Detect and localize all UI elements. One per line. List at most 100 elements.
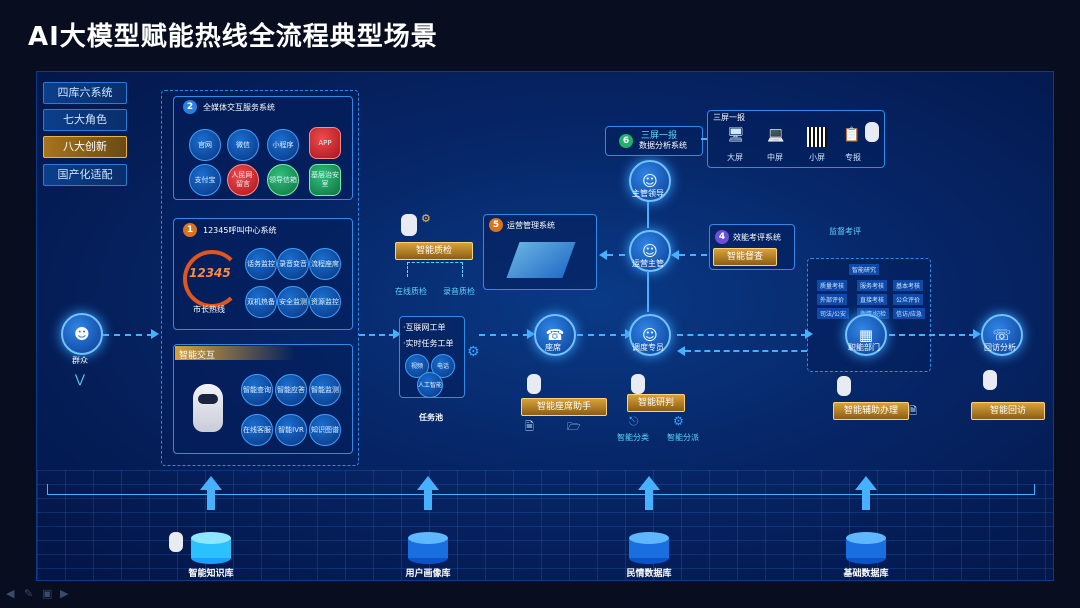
smart-function-chip[interactable]: 智能监测 — [309, 374, 341, 406]
supervisor-node[interactable]: ☺ — [629, 230, 671, 272]
database-label: 用户画像库 — [405, 569, 451, 579]
masses-label: 群众 — [72, 356, 88, 365]
database-label: 基础数据库 — [843, 569, 889, 579]
smart-function-chip[interactable]: 知识图谱 — [309, 414, 341, 446]
robot-icon — [631, 374, 645, 394]
database-label: 智能知识库 — [188, 569, 234, 579]
dispatcher-label: 调度专员 — [632, 343, 664, 352]
quality-branch — [407, 262, 463, 277]
arrow-right-icon — [805, 329, 813, 339]
omni-badge: 2 — [183, 100, 197, 114]
hotline-function-chip[interactable]: 安全监测 — [277, 286, 309, 318]
document-icon: 🗎 — [525, 420, 534, 433]
screen-label: 大屏 — [727, 153, 743, 162]
task-pool-item: ·实时任务工单 — [403, 339, 454, 348]
hotline-function-chip[interactable]: 话务监控 — [245, 248, 277, 280]
flow-line — [103, 334, 153, 336]
chevron-down-icon: ⋁ — [75, 372, 85, 386]
channel-chip[interactable]: APP — [309, 127, 341, 159]
channel-chip[interactable]: 基层治安室 — [309, 164, 341, 196]
arrow-left-icon — [599, 250, 607, 260]
task-pool-item: ·互联网工单 — [403, 323, 446, 332]
prev-slide-icon[interactable]: ◀ — [6, 587, 15, 600]
folder-icon: 🗁 — [567, 420, 581, 433]
up-arrow-icon — [200, 476, 222, 510]
database-icon — [844, 524, 888, 564]
research-tag[interactable]: 智能研判 — [627, 394, 685, 412]
gear-icon: ⚙ — [421, 212, 431, 225]
smart-function-chip[interactable]: 智能IVR — [275, 414, 307, 446]
arrow-right-icon — [973, 329, 981, 339]
leader-label: 主管领导 — [632, 189, 664, 198]
tab-seven-roles[interactable]: 七大角色 — [43, 109, 127, 131]
tab-localization[interactable]: 国产化适配 — [43, 164, 127, 186]
dispatcher-node[interactable]: ☺ — [629, 314, 671, 356]
screen-label: 专报 — [845, 153, 861, 162]
leader-node[interactable]: ☺ — [629, 160, 671, 202]
dispatch-label: 智能分派 — [667, 433, 699, 442]
channel-chip[interactable]: 人民网·留言 — [227, 164, 259, 196]
tab-eight-innovations[interactable]: 八大创新 — [43, 136, 127, 158]
flow-line — [677, 334, 807, 336]
report-icon: 📋 — [843, 127, 861, 143]
agent-helper-tag[interactable]: 智能座席助手 — [521, 398, 607, 416]
hotline-function-chip[interactable]: 录音变音 — [277, 248, 309, 280]
screens-panel — [707, 110, 885, 168]
task-pool-label: 任务池 — [419, 413, 443, 422]
pen-icon[interactable]: ✎ — [24, 587, 34, 600]
database-label: 民情数据库 — [626, 569, 672, 579]
user-icon: ☺ — [642, 242, 658, 260]
phone-icon: ☏ — [992, 326, 1012, 344]
flow-line — [607, 254, 625, 256]
flow-line — [479, 334, 529, 336]
callback-node[interactable]: ☏ — [981, 314, 1023, 356]
efficiency-tag[interactable]: 智能督查 — [713, 248, 777, 266]
department-node[interactable]: ▦ — [845, 314, 887, 356]
database-icon — [406, 524, 450, 564]
quality-recording: 录音质检 — [443, 287, 475, 296]
channel-chip[interactable]: 支付宝 — [189, 164, 221, 196]
dept-root: 智能研究 — [849, 264, 880, 275]
flow-line — [577, 334, 627, 336]
agent-node[interactable]: ☎ — [534, 314, 576, 356]
hotline-badge: 1 — [183, 223, 197, 237]
hotline-function-chip[interactable]: 双机热备 — [245, 286, 277, 318]
smart-function-chip[interactable]: 在线客服 — [241, 414, 273, 446]
dept-item: 外部评价 — [817, 294, 848, 305]
channel-chip[interactable]: 小程序 — [267, 129, 299, 161]
dept-item: 公众评价 — [893, 294, 924, 305]
vertical-link — [647, 200, 649, 228]
robot-icon — [193, 384, 223, 432]
arrow-right-icon — [393, 329, 401, 339]
task-chip: 人工智能 — [417, 372, 443, 398]
next-slide-icon[interactable]: ▶ — [60, 587, 69, 600]
smart-function-chip[interactable]: 智能查询 — [241, 374, 273, 406]
ops-title: 运营管理系统 — [507, 221, 555, 230]
bottom-bracket — [47, 484, 1035, 495]
diagram-stage: 四库六系统 七大角色 八大创新 国产化适配 ☻ 群众 ⋁ 2 全媒体交互服务系统… — [36, 71, 1054, 581]
channel-chip[interactable]: 官网 — [189, 129, 221, 161]
tab-six-systems[interactable]: 四库六系统 — [43, 82, 127, 104]
revisit-tag[interactable]: 智能回访 — [971, 402, 1045, 420]
hotline-function-chip[interactable]: 资源监控 — [309, 286, 341, 318]
channel-chip[interactable]: 微信 — [227, 129, 259, 161]
flow-line — [889, 334, 975, 336]
data-analysis-title: 三屏一报 — [641, 131, 678, 141]
robot-icon — [527, 374, 541, 394]
assist-tag[interactable]: 智能辅助办理 — [833, 402, 909, 420]
slide-controls: ◀ ✎ ▣ ▶ — [0, 579, 1080, 608]
smart-function-chip[interactable]: 智能应答 — [275, 374, 307, 406]
vertical-link — [647, 272, 649, 312]
robot-icon — [837, 376, 851, 396]
arrow-left-icon — [671, 250, 679, 260]
channel-chip[interactable]: 领导信箱 — [267, 164, 299, 196]
document-icon: 🗎 — [909, 406, 918, 417]
supervisor-label: 运营主管 — [632, 259, 664, 268]
hotline-function-chip[interactable]: 流程座席 — [309, 248, 341, 280]
menu-icon[interactable]: ▣ — [42, 587, 53, 600]
hotline-logo-icon — [183, 250, 241, 308]
quality-tag[interactable]: 智能质检 — [395, 242, 473, 260]
gear-icon: ⚙ — [467, 344, 480, 360]
arrow-right-icon — [527, 329, 535, 339]
department-label: 职能部门 — [848, 343, 880, 352]
